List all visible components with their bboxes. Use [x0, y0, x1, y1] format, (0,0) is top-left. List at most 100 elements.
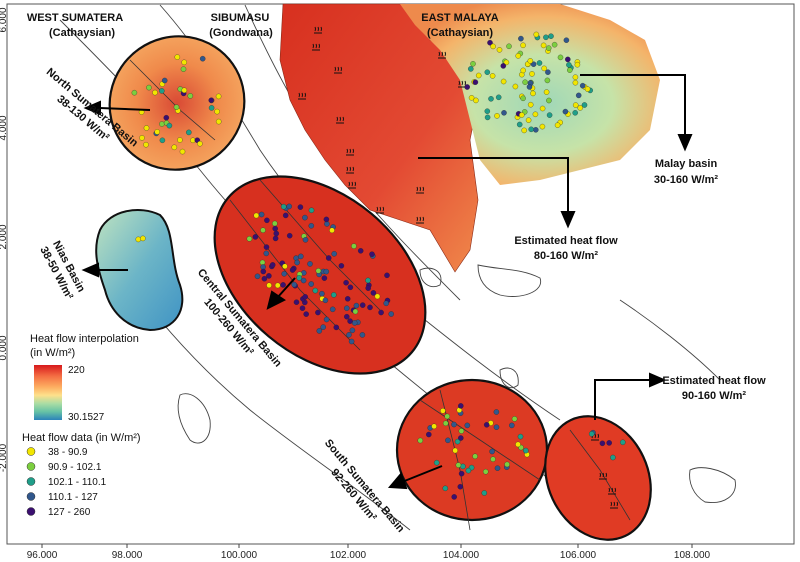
- heat-flow-point: [266, 273, 272, 279]
- heat-flow-point: [282, 263, 288, 270]
- heat-flow-point: [554, 122, 561, 128]
- heat-flow-point: [308, 223, 315, 229]
- heat-flow-point: [588, 431, 595, 437]
- x-tick-label: 108.000: [674, 550, 711, 561]
- heat-flow-point: [321, 275, 328, 281]
- heat-flow-point: [214, 108, 220, 115]
- southeast-estimate-ellipse[interactable]: [526, 399, 671, 557]
- heat-flow-point: [490, 456, 496, 462]
- heat-flow-point: [475, 72, 482, 79]
- malay-basin-name: Malay basin: [655, 158, 718, 170]
- heat-flow-point: [584, 86, 591, 92]
- y-tick-label: -2.000: [0, 443, 9, 472]
- heat-flow-point: [526, 84, 533, 90]
- hot-spring-icon: [346, 166, 354, 174]
- heat-flow-point: [500, 63, 507, 69]
- x-tick-label: 102.000: [330, 550, 367, 561]
- heat-flow-point: [572, 110, 578, 116]
- heat-flow-point: [500, 78, 507, 85]
- y-tick-label: 6.000: [0, 7, 9, 32]
- heat-flow-point: [215, 118, 222, 125]
- heat-flow-point: [383, 300, 389, 307]
- heat-flow-point: [565, 56, 571, 63]
- heat-flow-point: [468, 95, 475, 101]
- heat-flow-point: [139, 135, 145, 141]
- heat-flow-point: [472, 453, 478, 460]
- heat-flow-point: [286, 203, 292, 210]
- heat-flow-point: [315, 268, 322, 274]
- interpolation-legend: Heat flow interpolation (in W/m²) 220 30…: [30, 333, 139, 423]
- hot-spring-icon: [610, 501, 618, 509]
- nias-basin-surface[interactable]: [95, 209, 184, 332]
- heat-flow-point: [186, 129, 192, 136]
- interpolation-colorbar: [34, 365, 62, 420]
- heat-flow-point: [286, 232, 293, 239]
- heat-flow-point: [506, 43, 512, 50]
- heat-flow-point: [503, 59, 510, 66]
- heat-flow-point: [179, 148, 186, 155]
- heat-flow-point: [291, 281, 297, 288]
- heat-flow-point: [174, 54, 181, 60]
- heat-flow-point: [540, 42, 547, 49]
- heat-flow-point: [384, 272, 390, 279]
- heat-flow-point: [444, 413, 450, 420]
- heat-flow-points: [131, 31, 626, 500]
- heat-flow-point: [159, 121, 165, 127]
- data-legend: Heat flow data (in W/m²) 38 - 90.990.9 -…: [22, 432, 141, 518]
- sibumasu-estimate-title: Estimated heat flow: [514, 235, 618, 247]
- heat-flow-point: [468, 66, 474, 72]
- heat-flow-point: [370, 290, 377, 296]
- heat-flow-point: [530, 61, 537, 67]
- heat-flow-point: [374, 293, 381, 300]
- heat-flow-point: [445, 437, 451, 444]
- heat-flow-point: [307, 261, 313, 267]
- heat-flow-point: [315, 309, 321, 316]
- heat-flow-point: [501, 110, 507, 116]
- heat-flow-point: [294, 259, 300, 266]
- heat-flow-point: [481, 490, 488, 496]
- heat-flow-point: [154, 129, 160, 135]
- heat-flow-point: [520, 42, 526, 49]
- heat-flow-point: [454, 438, 461, 445]
- heat-flow-point: [302, 214, 308, 221]
- heat-flow-point: [483, 422, 490, 428]
- heat-flow-point: [312, 287, 319, 294]
- heat-flow-point: [577, 105, 583, 111]
- hot-spring-icon: [438, 51, 446, 59]
- heat-flow-point: [163, 114, 170, 121]
- hot-spring-icon: [599, 472, 607, 480]
- malay-basin-surface: [400, 4, 660, 185]
- heat-flow-point: [296, 275, 302, 281]
- heat-flow-point: [359, 332, 366, 338]
- heat-flow-point: [494, 113, 500, 119]
- heat-flow-point: [352, 308, 359, 315]
- heat-flow-point: [261, 275, 268, 282]
- heat-flow-point: [458, 428, 465, 434]
- heat-flow-point: [181, 87, 188, 94]
- heat-flow-point: [527, 101, 534, 108]
- heat-flow-point: [620, 439, 626, 446]
- heat-flow-point: [515, 53, 521, 59]
- heat-flow-point: [465, 467, 472, 474]
- hot-spring-icon: [298, 92, 306, 100]
- heat-flow-point: [536, 60, 543, 66]
- heat-flow-point: [272, 235, 279, 242]
- heat-flow-point: [482, 468, 489, 475]
- heat-flow-point: [489, 448, 495, 455]
- heat-flow-point: [344, 305, 350, 311]
- heat-flow-point: [494, 465, 501, 471]
- heat-flow-point: [181, 59, 187, 66]
- heat-flow-point: [333, 324, 340, 331]
- hot-spring-icon: [348, 181, 356, 189]
- heat-flow-point: [322, 297, 329, 304]
- heat-flow-point: [572, 79, 579, 86]
- heat-flow-point: [319, 290, 325, 297]
- heat-flow-point: [528, 126, 534, 133]
- heat-flow-point: [548, 33, 554, 39]
- heat-flow-point: [199, 55, 206, 62]
- heat-flow-point: [606, 440, 612, 446]
- annotation-arrows: [81, 74, 693, 490]
- heat-flow-point: [493, 409, 500, 415]
- heat-flow-point: [302, 294, 308, 300]
